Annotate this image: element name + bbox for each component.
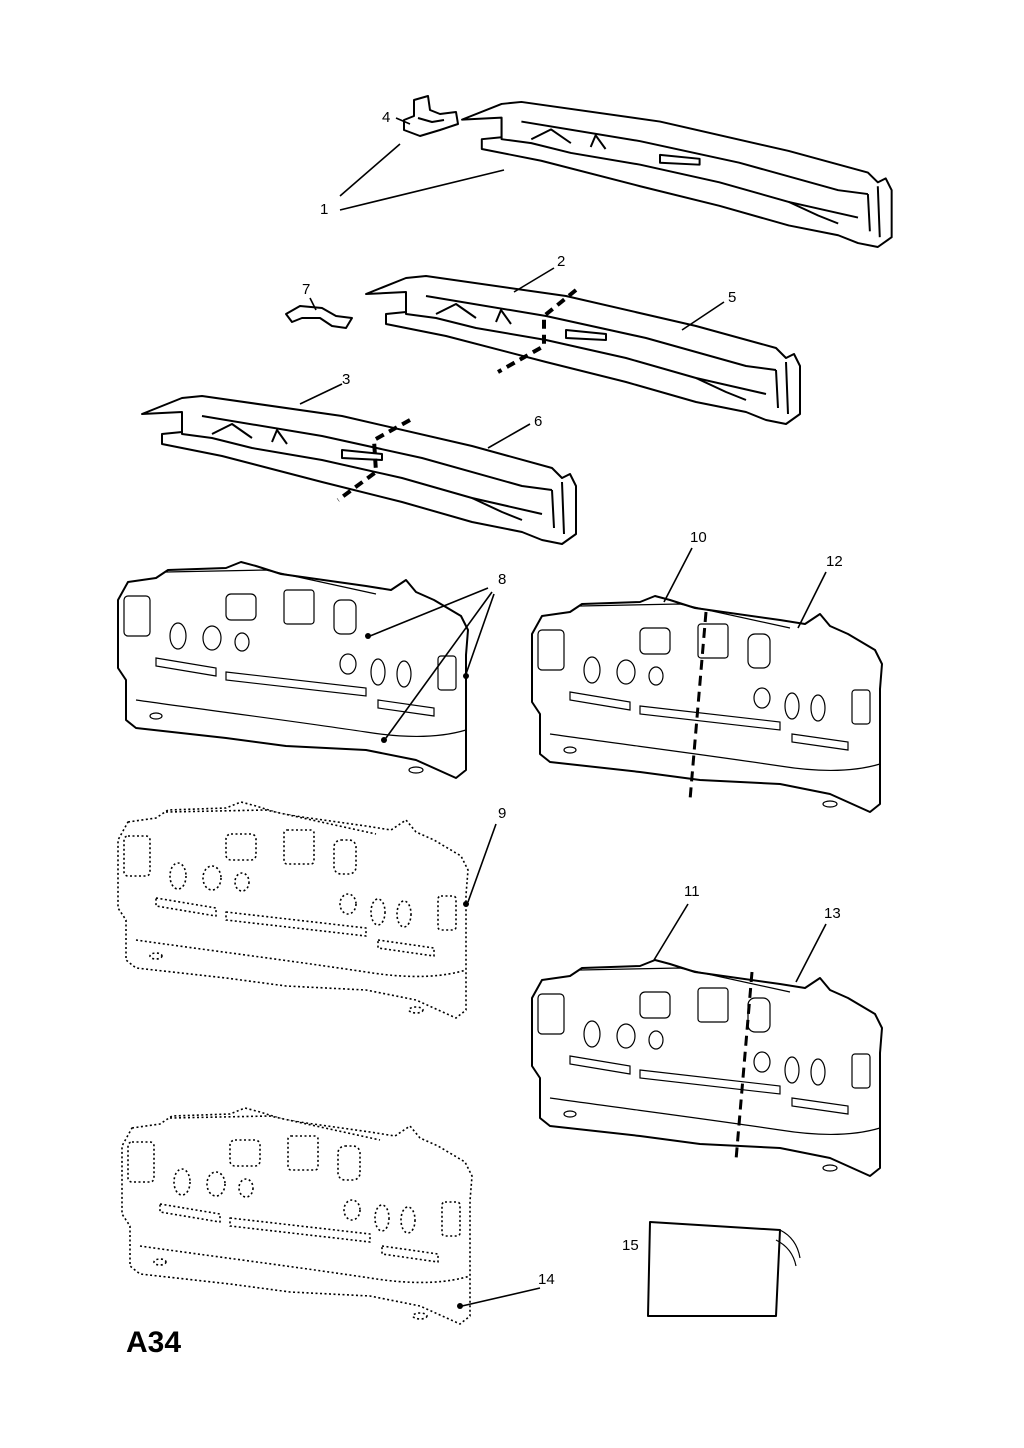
- label-9: 9: [498, 805, 506, 822]
- leader-1b: [339, 169, 505, 211]
- label-1: 1: [320, 201, 328, 218]
- leader-7: [309, 297, 317, 311]
- label-13: 13: [824, 905, 841, 922]
- label-3: 3: [342, 371, 350, 388]
- label-6: 6: [534, 413, 542, 430]
- rear-panel-11-13: [531, 959, 883, 1177]
- label-11: 11: [684, 883, 700, 900]
- label-5: 5: [728, 289, 736, 306]
- bracket-4: [403, 95, 459, 137]
- page-code: A34: [126, 1326, 181, 1359]
- leader-8b: [385, 591, 493, 739]
- leader-8c: [465, 593, 495, 675]
- cut-line-3-6: [336, 418, 411, 502]
- leader-14: [461, 1287, 541, 1307]
- leader-5: [681, 301, 725, 331]
- label-15: 15: [622, 1237, 639, 1254]
- leader-12: [797, 571, 827, 629]
- label-4: 4: [382, 109, 390, 126]
- label-10: 10: [690, 529, 707, 546]
- part-15-sheet: [647, 1221, 801, 1317]
- point-8b: [381, 737, 387, 743]
- leader-11: [653, 903, 689, 961]
- rear-panel-10-12: [531, 595, 883, 813]
- cut-line-2-5: [497, 288, 578, 374]
- rear-panel-14: [121, 1107, 473, 1325]
- label-14: 14: [538, 1271, 555, 1288]
- label-8: 8: [498, 571, 506, 588]
- leader-10: [663, 547, 693, 603]
- leader-13: [795, 923, 827, 983]
- leader-8a: [369, 587, 489, 637]
- leader-2: [513, 267, 555, 293]
- rear-panel-9: [117, 801, 469, 1019]
- leader-4: [395, 117, 411, 125]
- point-8a: [365, 633, 371, 639]
- label-2: 2: [557, 253, 565, 270]
- label-7: 7: [302, 281, 310, 298]
- leader-1a: [339, 143, 401, 197]
- cross-member-1: [461, 100, 893, 248]
- part-7: [285, 305, 353, 329]
- point-14: [457, 1303, 463, 1309]
- rear-panel-8: [117, 561, 469, 779]
- leader-3: [299, 383, 343, 405]
- point-9: [463, 901, 469, 907]
- leader-6: [487, 423, 531, 449]
- point-8c: [463, 673, 469, 679]
- leader-9: [467, 823, 497, 903]
- cross-member-3-6: [141, 395, 577, 545]
- label-12: 12: [826, 553, 843, 570]
